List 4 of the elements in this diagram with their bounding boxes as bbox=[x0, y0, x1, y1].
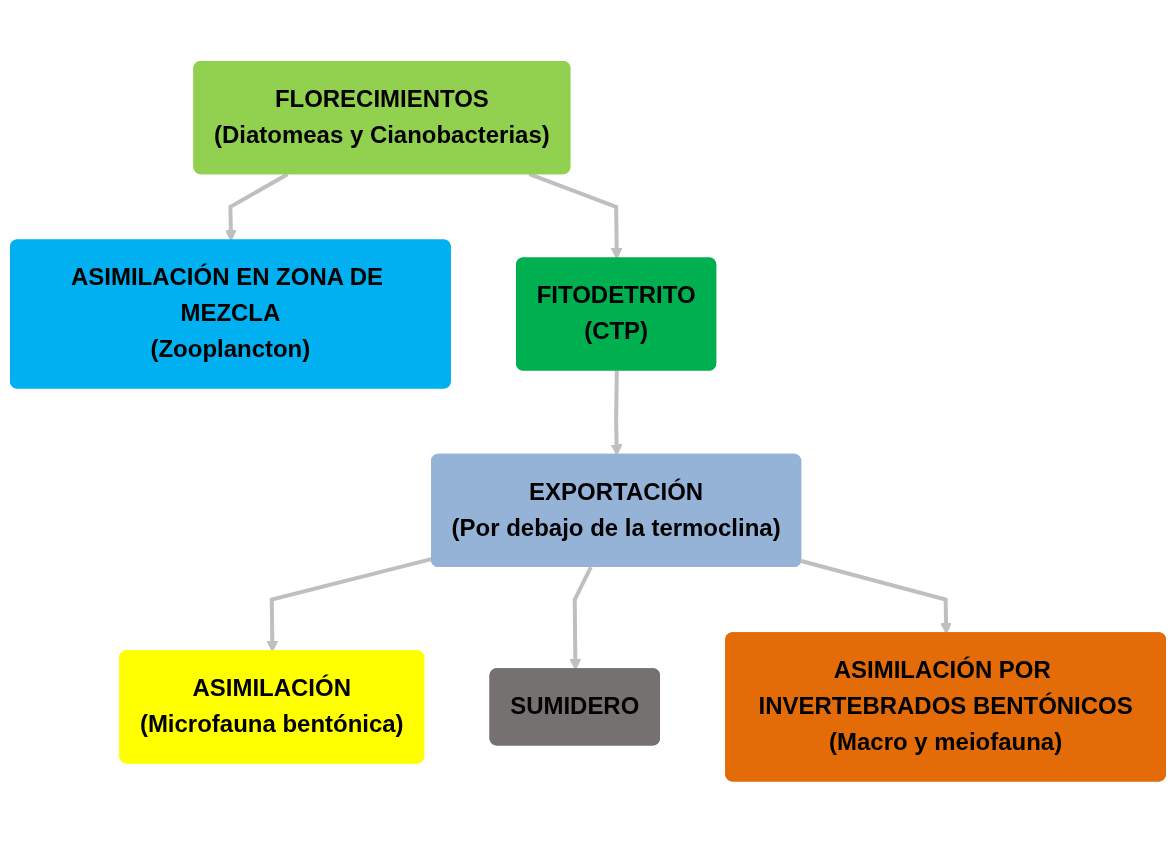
arrow bbox=[266, 556, 433, 652]
arrow bbox=[800, 558, 952, 634]
arrow bbox=[569, 565, 593, 670]
arrow bbox=[610, 370, 623, 456]
